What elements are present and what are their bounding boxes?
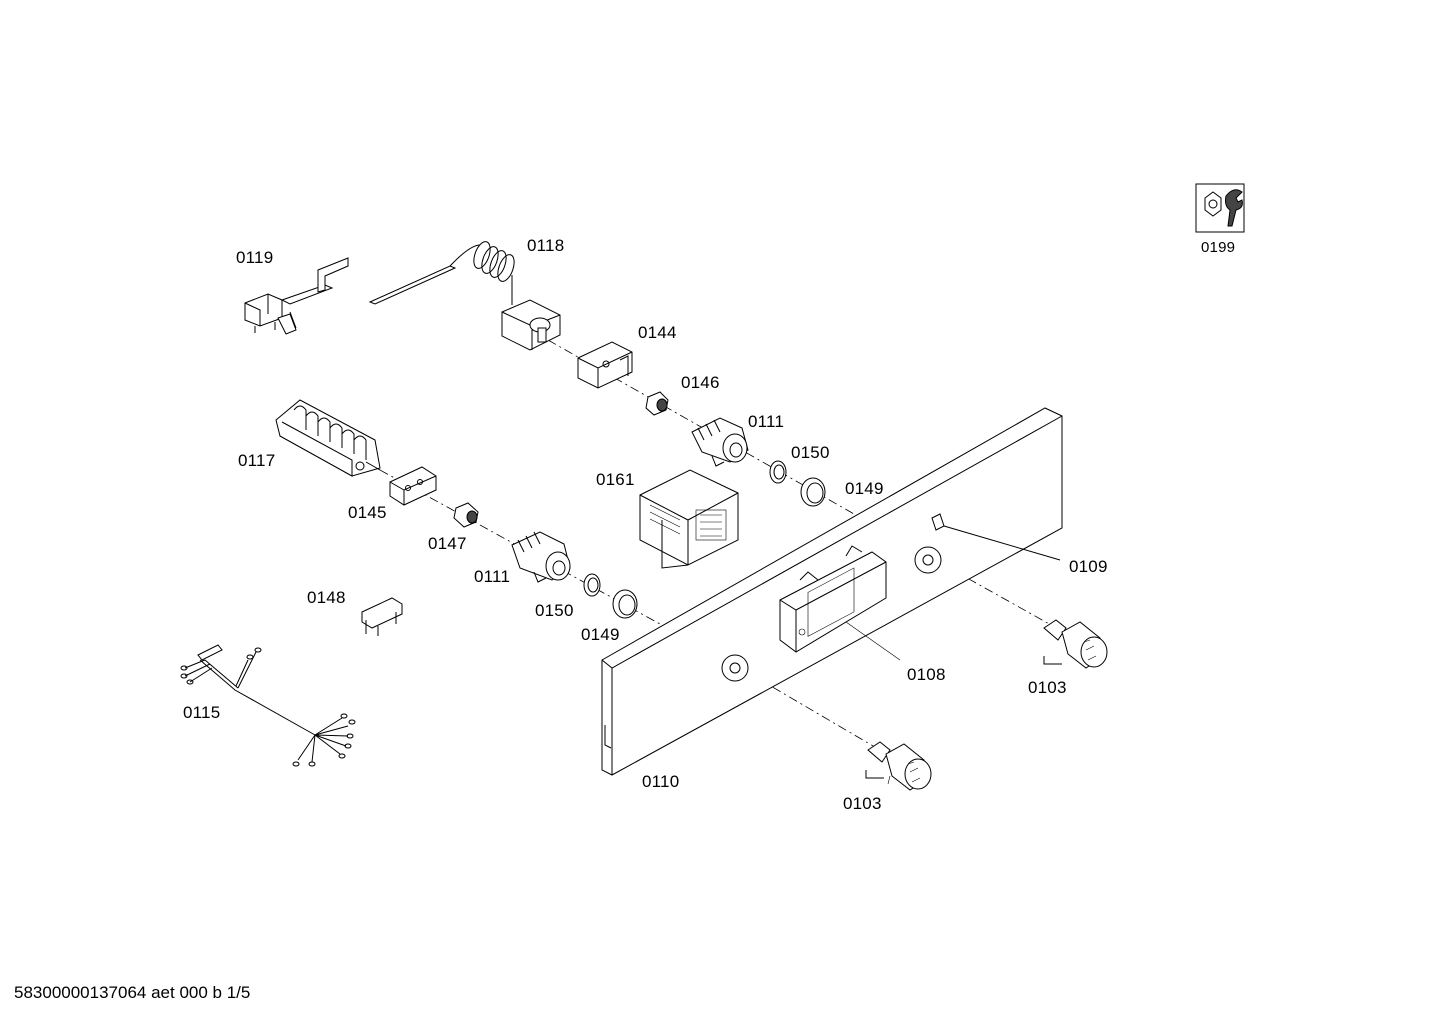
label-0115: 0115 xyxy=(183,703,221,722)
label-0111-bottom: 0111 xyxy=(474,567,511,586)
part-0103-knob-right xyxy=(1043,619,1108,669)
document-id-footer: 58300000137064 aet 000 b 1/5 xyxy=(14,983,251,1002)
part-0148-clip xyxy=(361,597,403,636)
part-0119-bracket xyxy=(244,257,349,335)
label-0109: 0109 xyxy=(1069,557,1108,576)
part-0149-ring-bottom xyxy=(612,589,638,619)
label-0111-top: 0111 xyxy=(748,412,785,431)
part-0147-coupling xyxy=(453,502,479,528)
leader-lines xyxy=(845,621,901,785)
label-0103-right: 0103 xyxy=(1028,678,1067,697)
label-0161: 0161 xyxy=(596,470,635,489)
part-0146-coupling xyxy=(645,391,669,416)
label-0118: 0118 xyxy=(527,236,565,255)
part-0108-display xyxy=(779,545,887,653)
part-0118-thermostat xyxy=(368,241,561,351)
part-0115-wiring-harness xyxy=(180,644,356,767)
label-0148: 0148 xyxy=(307,588,346,607)
part-0103-knob-bottom xyxy=(865,741,932,791)
label-0103-bottom: 0103 xyxy=(843,794,882,813)
part-0149-ring-top xyxy=(800,477,826,507)
part-0161-electronic-module xyxy=(639,469,739,569)
label-0110: 0110 xyxy=(642,772,680,791)
part-0150-ring-top xyxy=(769,460,787,484)
part-0109-clip xyxy=(931,513,1061,561)
part-0111-switch-bottom xyxy=(511,531,571,583)
part-0199-tool-icon xyxy=(1195,183,1245,233)
label-0146: 0146 xyxy=(681,373,720,392)
part-0111-switch-top xyxy=(691,417,749,467)
label-0149-bottom: 0149 xyxy=(581,625,620,644)
part-0145-bracket xyxy=(389,466,437,506)
part-0150-ring-bottom xyxy=(583,573,601,597)
label-0119: 0119 xyxy=(236,248,274,267)
part-0144-bracket xyxy=(577,341,633,389)
label-0147: 0147 xyxy=(428,534,467,553)
label-0150-top: 0150 xyxy=(791,443,830,462)
label-0108: 0108 xyxy=(907,665,946,684)
part-0117-selector-switch xyxy=(275,399,381,477)
label-0144: 0144 xyxy=(638,323,677,342)
label-0149-top: 0149 xyxy=(845,479,884,498)
label-0117: 0117 xyxy=(238,451,276,470)
label-0145: 0145 xyxy=(348,503,387,522)
label-0199: 0199 xyxy=(1201,239,1236,256)
label-0150-bottom: 0150 xyxy=(535,601,574,620)
